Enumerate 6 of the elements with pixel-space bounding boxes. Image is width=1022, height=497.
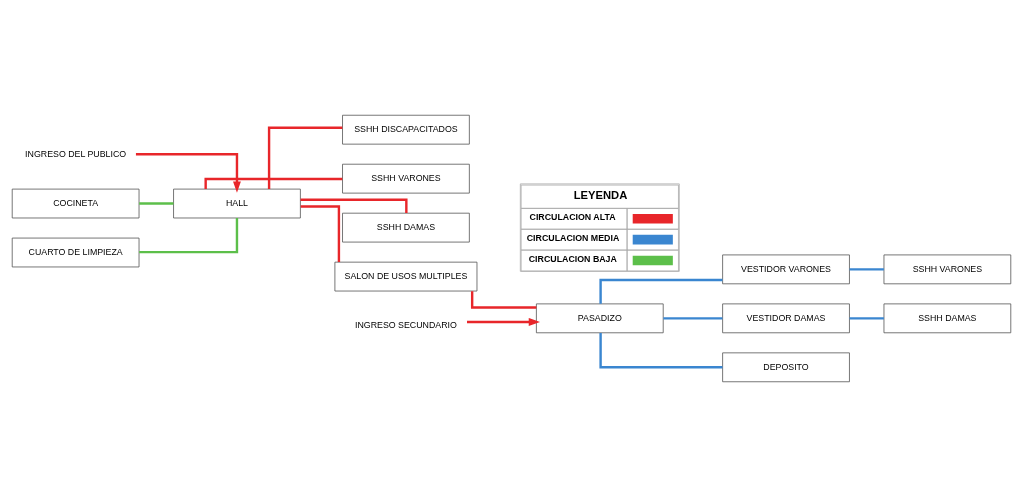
legend-label: CIRCULACION ALTA (529, 212, 616, 223)
node-text: INGRESO DEL PUBLICO (24, 148, 126, 159)
legend-label: CIRCULACION BAJA (528, 253, 617, 264)
label: LEYENDA (573, 188, 627, 201)
legend-label: CIRCULACION MEDIA (526, 233, 619, 244)
node-text: INGRESO SECUNDARIO (354, 319, 457, 330)
